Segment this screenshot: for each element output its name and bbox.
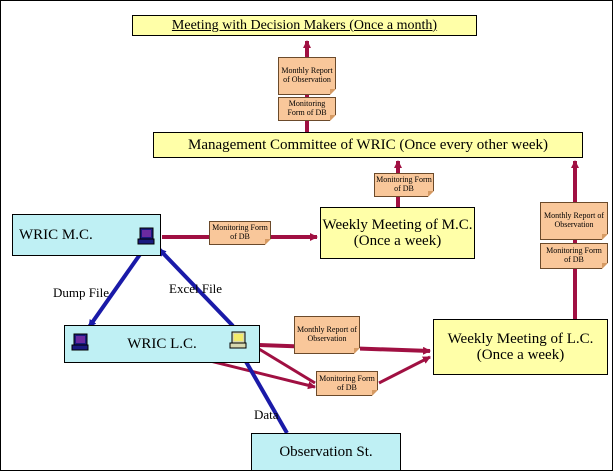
arrow-lc-pc-to-monitoring — [258, 347, 316, 385]
arrow-monitoring-to-weekly-lc — [378, 355, 431, 385]
computer-icon — [229, 331, 247, 349]
monthly-report-note-top: Monthly Report of Observation — [278, 57, 336, 95]
arrow-dump-file — [87, 251, 143, 329]
weekly-meeting-mc-box: Weekly Meeting of M.C. (Once a week) — [320, 207, 475, 259]
computer-icon — [71, 333, 89, 351]
weekly-meeting-lc-box: Weekly Meeting of L.C. (Once a week) — [433, 319, 608, 375]
monthly-report-note-lc: Monthly Report of Observation — [540, 202, 608, 240]
meeting-decision-makers-box: Meeting with Decision Makers (Once a mon… — [132, 15, 477, 36]
observation-station-box: Observation St. — [251, 433, 401, 470]
monitoring-form-note-bottom: Monitoring Form of DB — [316, 371, 378, 396]
management-committee-box: Management Committee of WRIC (Once every… — [153, 132, 583, 158]
monitoring-form-note-mc: Monitoring Form of DB — [374, 173, 434, 197]
monitoring-form-note-lc: Monitoring Form of DB — [540, 243, 608, 269]
wric-lc-box: WRIC L.C. — [64, 325, 260, 363]
arrow-data — [239, 352, 289, 434]
wric-mc-box: WRIC M.C. — [12, 214, 161, 256]
arrow-excel-file — [157, 247, 235, 328]
dump-file-label: Dump File — [53, 285, 109, 300]
monthly-report-note-wric-lc: Monthly Report of Observation — [294, 316, 360, 354]
data-label: Data — [254, 407, 279, 422]
excel-file-label: Excel File — [169, 281, 223, 296]
monitoring-form-note-wric-mc: Monitoring Form of DB — [209, 221, 271, 245]
monitoring-form-note-top: Monitoring Form of DB — [278, 97, 336, 121]
computer-icon — [137, 227, 155, 245]
